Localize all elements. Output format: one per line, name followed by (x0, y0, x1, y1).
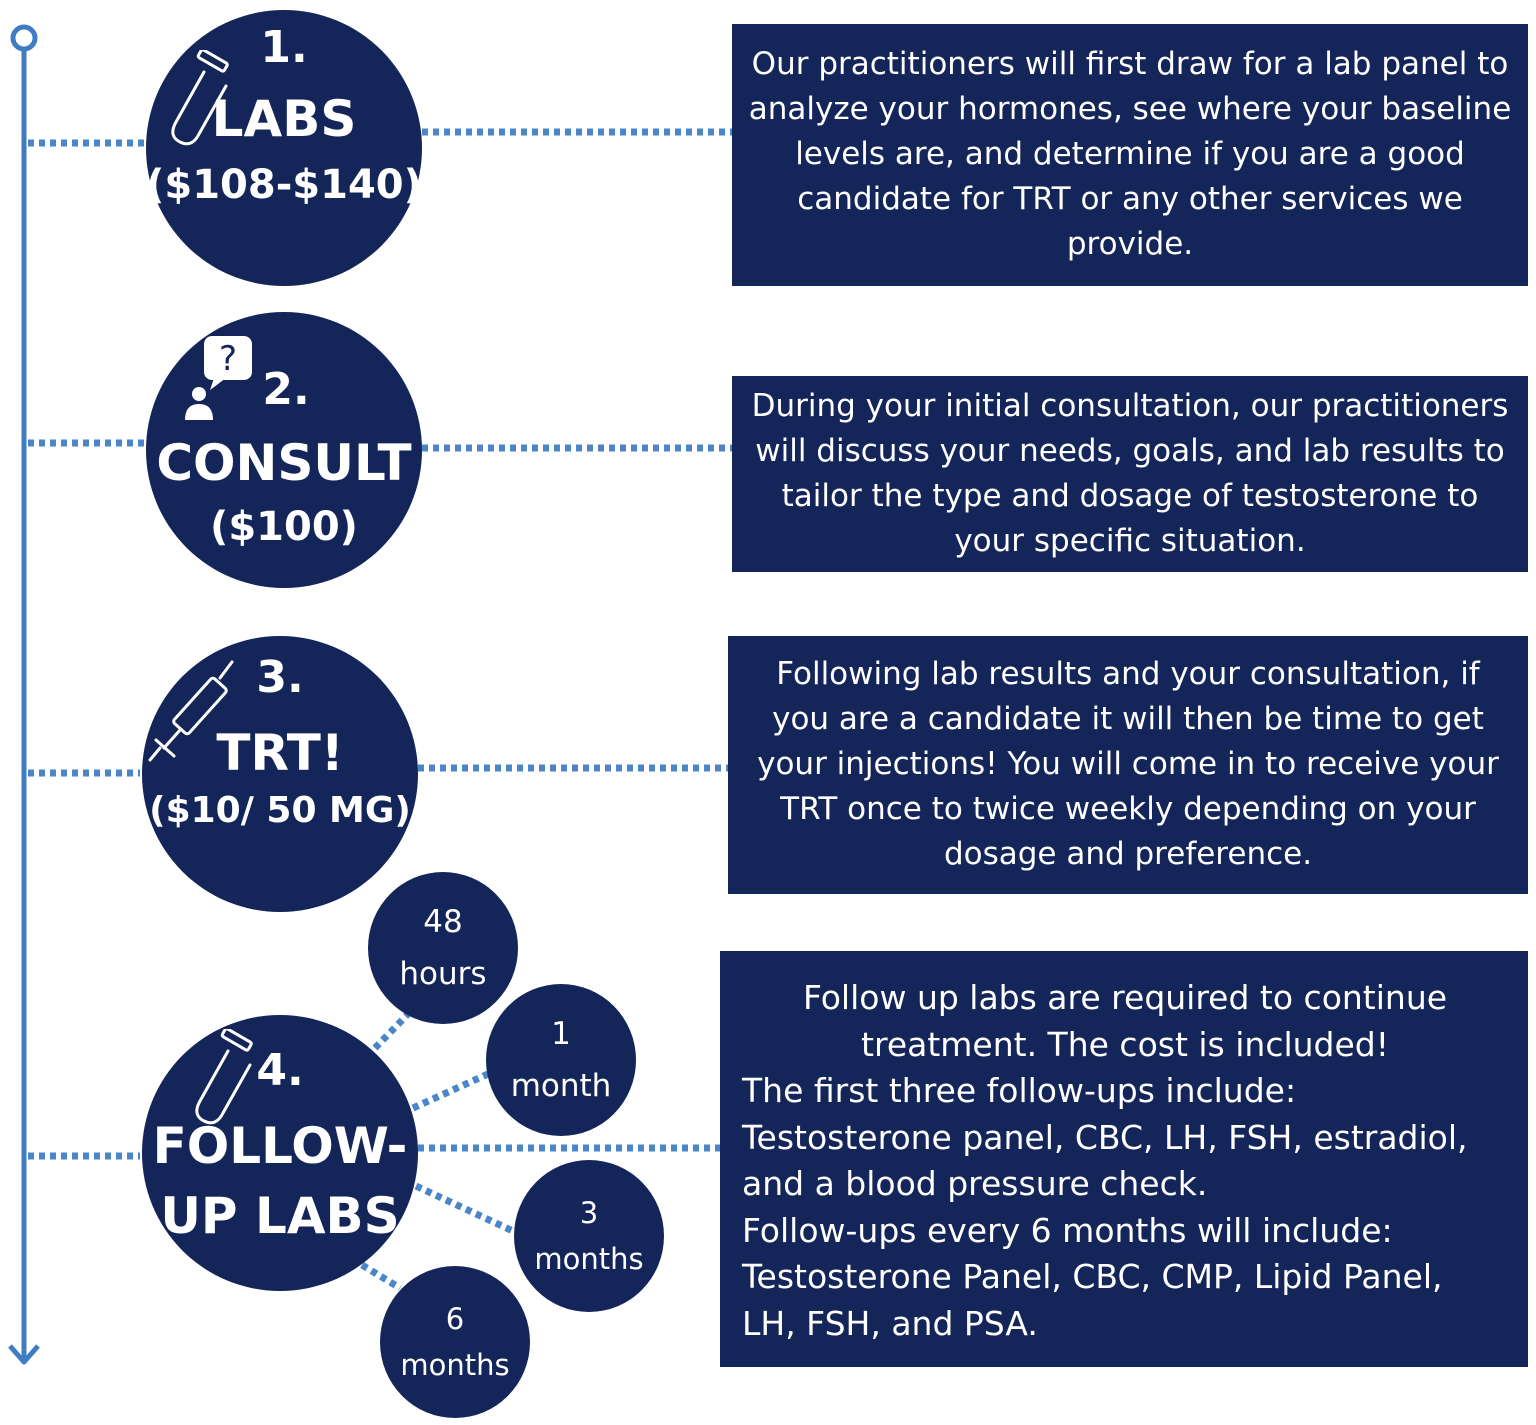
step-1-circle: 1. LABS ($108-$140) (146, 10, 422, 286)
step-2-number: 2. (262, 364, 310, 415)
interval-unit: hours (399, 956, 487, 992)
description-line: Testosterone panel, CBC, LH, FSH, estrad… (742, 1117, 1468, 1157)
description-line: treatment. The cost is included! (861, 1024, 1389, 1064)
interval-6-months: 6 months (380, 1266, 530, 1418)
interval-value: 6 (445, 1302, 465, 1336)
interval-value: 3 (579, 1196, 599, 1230)
step-4-circle: 4. FOLLOW- UP LABS (142, 1015, 418, 1291)
interval-unit: months (400, 1348, 510, 1382)
step-1-price: ($108-$140) (146, 162, 422, 208)
step-1-number: 1. (260, 22, 308, 73)
test-tube-icon (195, 1029, 253, 1125)
step-3-title: TRT! (216, 724, 344, 782)
test-tube-icon (171, 50, 229, 146)
step-4-number: 4. (256, 1045, 304, 1096)
step-2-title: CONSULT (156, 434, 412, 492)
step-4-title-line2: UP LABS (160, 1187, 400, 1245)
step-2-price: ($100) (210, 504, 358, 550)
interval-value: 48 (423, 904, 463, 940)
interval-1-month: 1 month (486, 984, 636, 1136)
svg-text:?: ? (219, 339, 237, 379)
interval-unit: months (534, 1242, 644, 1276)
interval-3-months: 3 months (514, 1160, 664, 1312)
step-1-title: LABS (211, 90, 357, 148)
interval-unit: month (510, 1068, 612, 1104)
description-line: The first three follow-ups include: (742, 1071, 1297, 1110)
interval-value: 1 (551, 1016, 571, 1052)
dotted-connectors (28, 128, 732, 1291)
person-question-icon: ? (185, 336, 252, 420)
timeline-start-marker (10, 24, 38, 52)
step-3-price: ($10/ 50 MG) (149, 790, 411, 831)
step-2-circle: ? 2. CONSULT ($100) (146, 312, 422, 588)
step-3-number: 3. (256, 652, 304, 703)
step-3-description: Following lab results and your consultat… (728, 636, 1528, 894)
step-4-title-line1: FOLLOW- (152, 1117, 408, 1175)
description-line: Follow-ups every 6 months will include: (742, 1210, 1393, 1250)
syringe-icon (148, 660, 234, 762)
description-line: Follow up labs are required to continue (802, 978, 1448, 1017)
step-4-description: Follow up labs are required to continue … (720, 951, 1528, 1367)
step-1-description: Our practitioners will first draw for a … (732, 24, 1528, 286)
step-3-circle: 3. TRT! ($10/ 50 MG) (142, 636, 418, 912)
description-line: LH, FSH, and PSA. (742, 1303, 1038, 1343)
description-line: and a blood pressure check. (742, 1164, 1208, 1203)
step-2-description: During your initial consultation, our pr… (732, 376, 1528, 572)
interval-48-hours: 48 hours (368, 872, 518, 1024)
timeline-arrow-icon (8, 1344, 40, 1365)
description-line: Testosterone Panel, CBC, CMP, Lipid Pane… (742, 1257, 1443, 1296)
